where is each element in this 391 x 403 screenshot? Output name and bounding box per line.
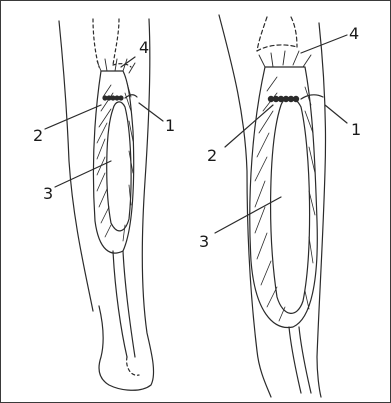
label-3-right: 3 <box>199 232 209 251</box>
label-2-left: 2 <box>33 126 43 145</box>
left-leg-drawing <box>45 19 163 390</box>
leader-2-right <box>225 105 273 147</box>
leader-4-left <box>121 57 135 67</box>
leader-4-right <box>301 35 347 53</box>
leader-1-right <box>325 105 347 123</box>
label-4-right: 4 <box>349 24 359 43</box>
label-1-right: 1 <box>351 120 361 139</box>
leader-3-left <box>55 161 111 187</box>
label-4-left: 4 <box>139 38 149 57</box>
left-panel-labels: 4 1 2 3 <box>33 38 175 203</box>
leader-1-left <box>139 103 163 121</box>
right-leg-drawing <box>215 15 347 397</box>
label-3-left: 3 <box>43 184 53 203</box>
leader-2-left <box>45 105 101 129</box>
right-panel-labels: 4 1 2 3 <box>199 24 361 251</box>
label-1-left: 1 <box>165 116 175 135</box>
label-2-right: 2 <box>207 146 217 165</box>
